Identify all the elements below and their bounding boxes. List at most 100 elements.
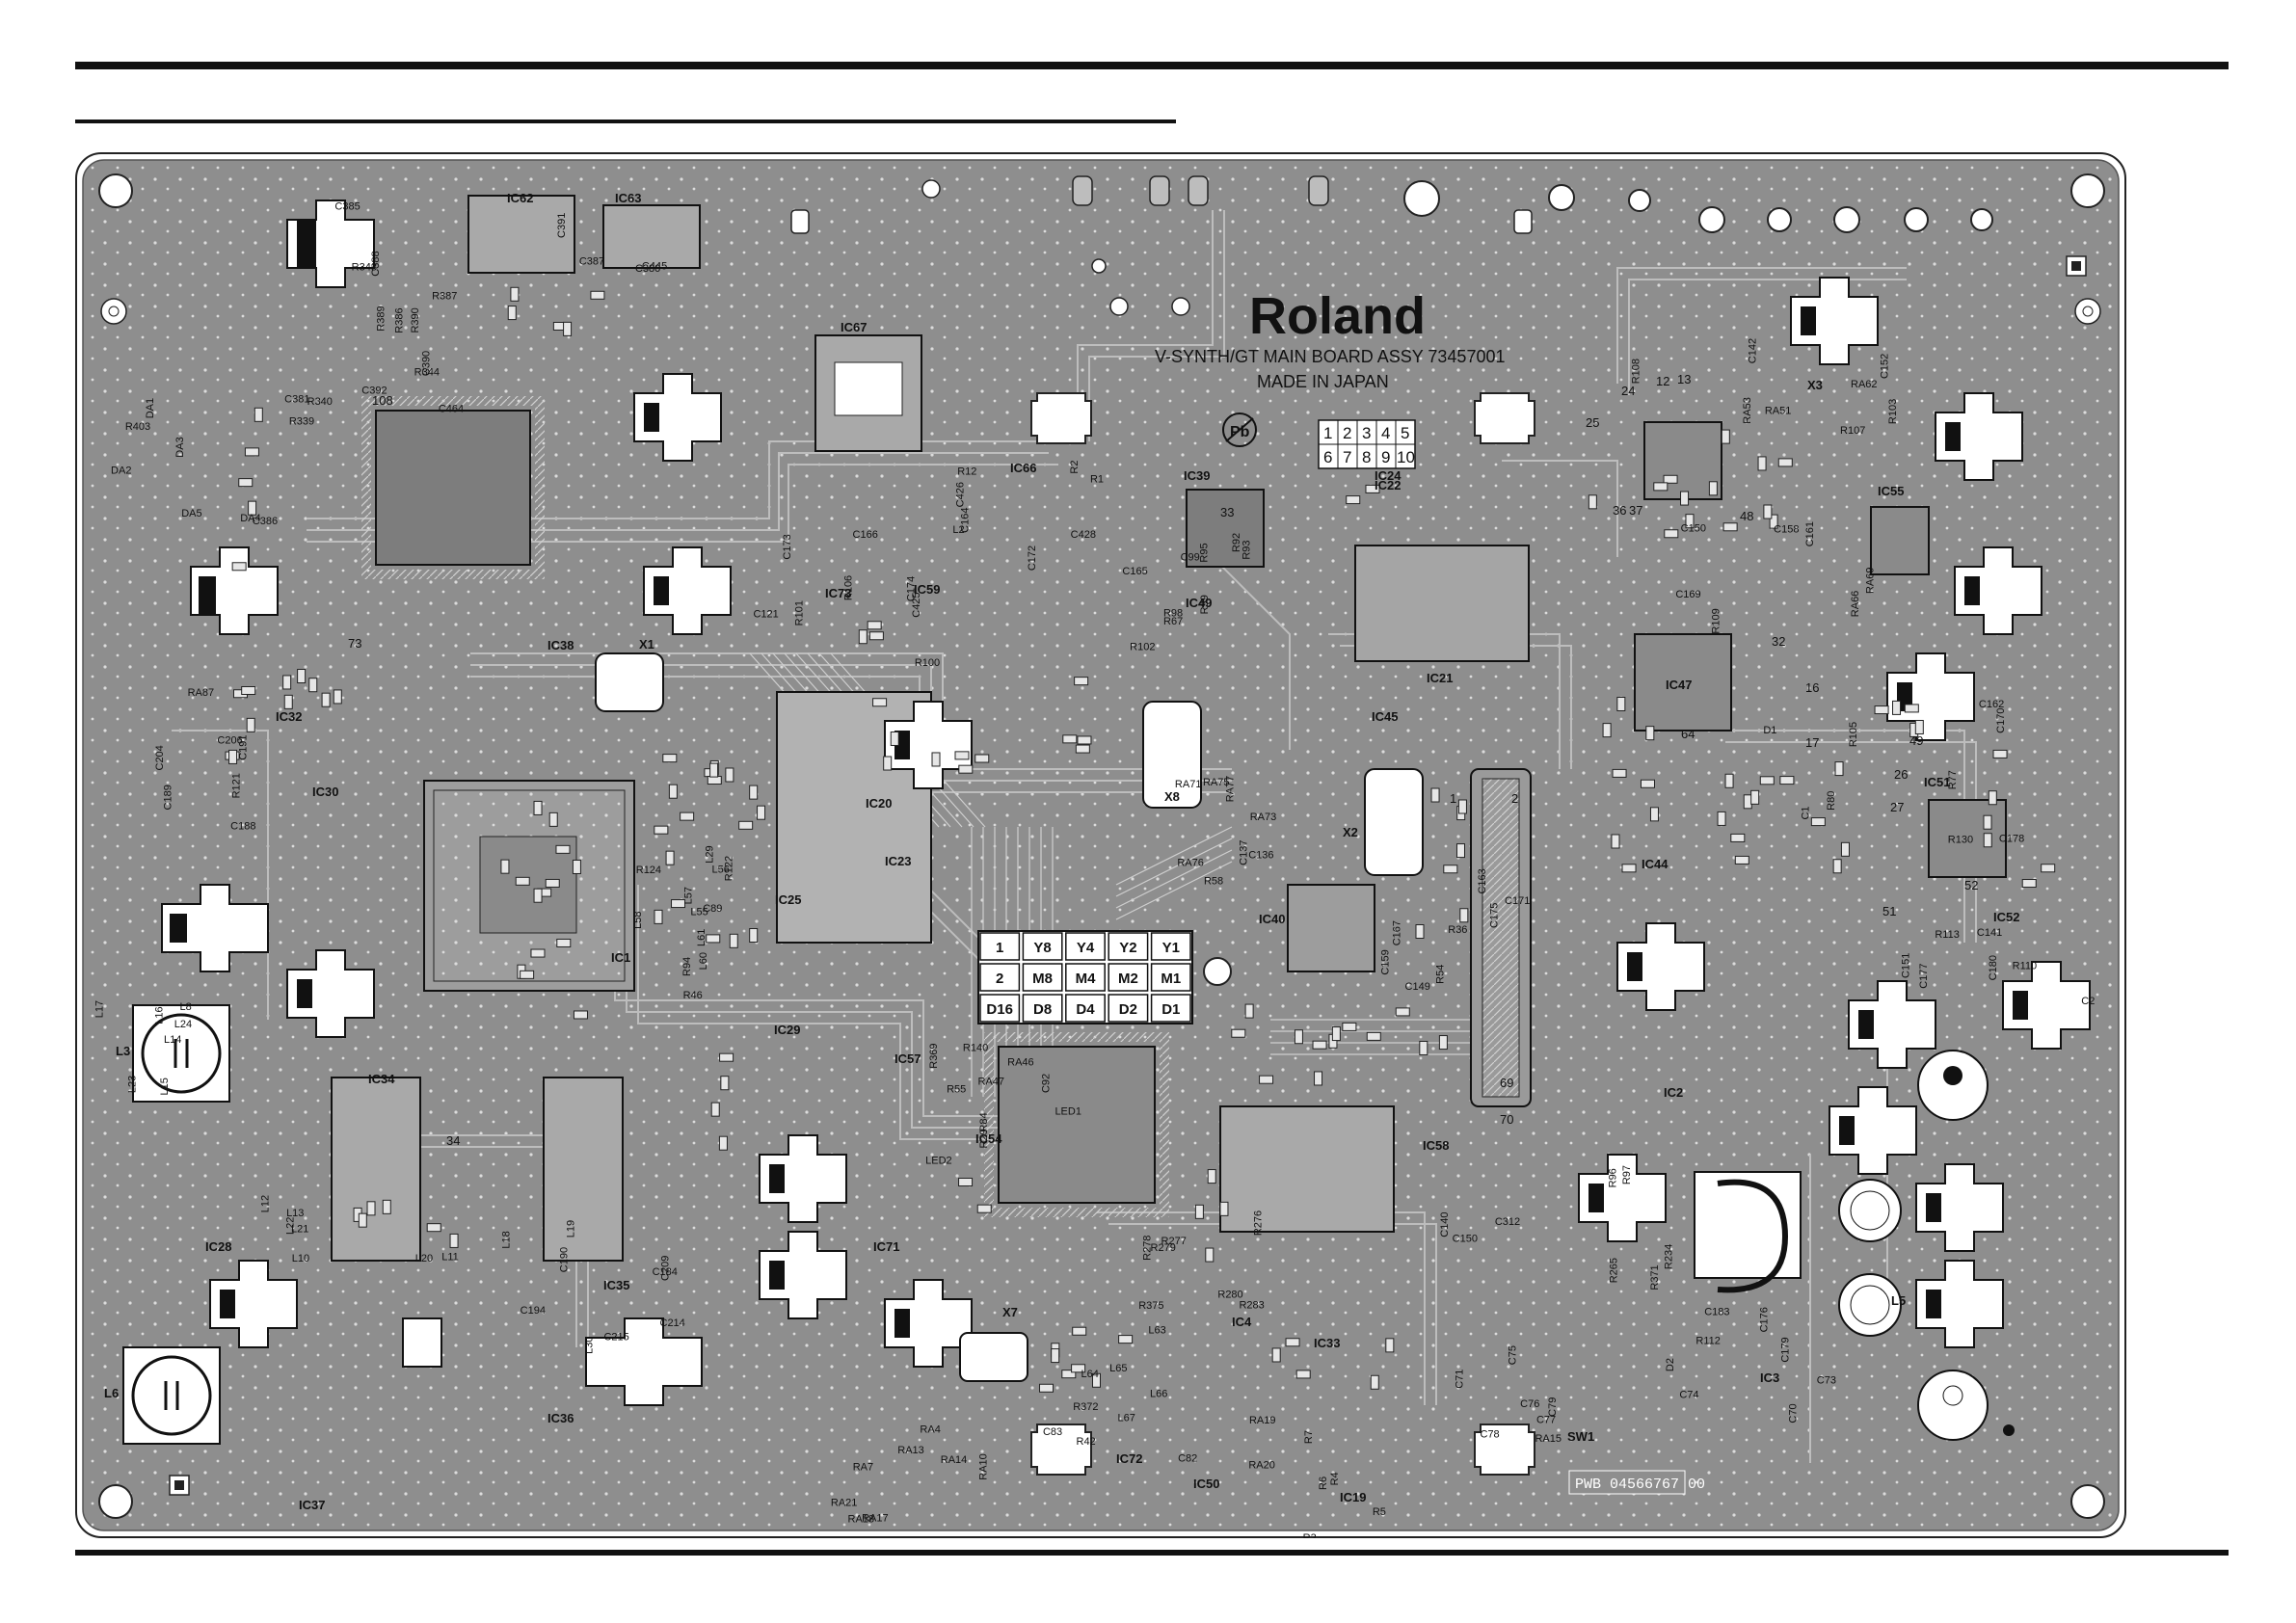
smd-part (1588, 494, 1597, 510)
component-label: L20 (415, 1253, 433, 1264)
component-label: L8 (180, 1001, 192, 1013)
component-label: C137 (1238, 840, 1249, 865)
smd-part (868, 631, 884, 641)
smd-part (1892, 700, 1902, 715)
component-label: C89 (703, 903, 722, 915)
jumper-cell-label: D4 (1076, 1001, 1095, 1018)
smd-part (1763, 504, 1773, 519)
ic-designator: IC33 (1314, 1336, 1340, 1350)
component-label: R113 (1935, 929, 1959, 941)
board-connector (1470, 768, 1532, 1107)
grid-number: 5 (1401, 424, 1409, 442)
component-label: L11 (441, 1251, 459, 1263)
component-label: C166 (853, 529, 878, 541)
mounting-hole (1548, 184, 1575, 211)
smd-part (282, 675, 292, 690)
component-label: C206 (217, 734, 242, 746)
smd-part (668, 784, 678, 799)
smd-part (358, 1212, 367, 1228)
component-label: R387 (432, 291, 457, 303)
smd-part (1430, 787, 1440, 803)
pin-number: 69 (1500, 1076, 1513, 1090)
ic-sop-ic63 (602, 204, 701, 269)
component-label: R344 (414, 367, 440, 379)
smd-part (1832, 859, 1842, 874)
pin-number: 33 (1220, 505, 1234, 519)
pin-number: 25 (1586, 415, 1599, 430)
jumper-cell (1065, 994, 1106, 1023)
smd-part (1342, 1022, 1357, 1031)
mounting-hole (98, 1484, 133, 1519)
ic-qfp-ic55 (1870, 506, 1930, 575)
component-label: RA47 (977, 1076, 1004, 1087)
component-label: D1 (1763, 725, 1776, 736)
component-label: R372 (1073, 1401, 1098, 1413)
ic-qfp-ic40 (1287, 884, 1375, 972)
jumper-cell-label: D2 (1119, 1001, 1137, 1018)
smd-part (1663, 474, 1678, 484)
smd-part (1457, 799, 1467, 814)
component-label: R124 (636, 865, 661, 876)
smd-part (1074, 677, 1089, 686)
smd-part (500, 859, 510, 874)
ic-designator: X3 (1807, 378, 1823, 392)
smd-part (1992, 749, 2008, 758)
large-ics (331, 195, 2007, 1262)
component-label: R283 (1239, 1300, 1264, 1312)
component-label: R109 (1710, 608, 1722, 633)
component-label: C152 (1880, 354, 1891, 379)
ic-designator: IC2 (1664, 1085, 1683, 1100)
component-label: R371 (1649, 1264, 1661, 1290)
jumper-cell-label: D1 (1161, 1001, 1180, 1018)
mounting-hole (2074, 298, 2101, 325)
component-label: C204 (154, 745, 166, 770)
component-label: C142 (1747, 338, 1758, 363)
pin-number: 52 (1964, 878, 1978, 892)
ic-sop-ic58 (1219, 1105, 1395, 1233)
ic-designator: IC40 (1259, 912, 1285, 926)
component-label: RA77 (1225, 776, 1237, 803)
pin-number: 17 (1805, 735, 1819, 750)
pin-number: 27 (1890, 800, 1904, 814)
component-label: R265 (1609, 1258, 1620, 1283)
component-label: R403 (125, 421, 150, 433)
ic-qfp-ic39 (1186, 489, 1265, 568)
component-label: C76 (1520, 1398, 1539, 1410)
component-label: R12 (957, 466, 976, 478)
component-label: C188 (230, 821, 255, 833)
component-label: RA10 (978, 1453, 990, 1480)
mounting-hole (1171, 297, 1190, 316)
smd-part (308, 678, 318, 693)
ic-designator: IC1 (611, 950, 630, 965)
smd-part (1734, 855, 1749, 865)
component-label: R96 (1608, 1168, 1619, 1187)
ic-designator: IC55 (1878, 484, 1904, 498)
smd-part (2041, 864, 2056, 873)
pin-number: 108 (372, 393, 393, 408)
component-label: C445 (642, 261, 667, 273)
ic-bga-ic1 (423, 780, 635, 992)
smd-part (246, 717, 255, 732)
component-label: L13 (286, 1208, 304, 1219)
component-label: C99 (1181, 552, 1200, 564)
component-label: DA5 (181, 508, 201, 519)
smd-part (872, 698, 888, 707)
origin-label: MADE IN JAPAN (1257, 372, 1389, 391)
component-label: RA14 (941, 1454, 968, 1466)
smd-part (680, 812, 695, 821)
component-label: R92 (1231, 533, 1242, 552)
component-label: R108 (1630, 359, 1642, 384)
component-label: L14 (164, 1034, 181, 1046)
smd-part (366, 1201, 376, 1216)
smd-part (1983, 814, 1992, 830)
smd-part (1983, 833, 1992, 848)
smd-part (1075, 744, 1090, 754)
lead-free-mark (1222, 412, 1257, 447)
pin-number: 2 (1511, 791, 1518, 806)
mounting-hole (1403, 180, 1440, 217)
smd-part (238, 478, 254, 488)
component-label: R100 (915, 657, 940, 669)
ic-designator: IC21 (1427, 671, 1453, 685)
component-label: DA2 (111, 465, 131, 476)
component-label: RA17 (862, 1513, 889, 1525)
